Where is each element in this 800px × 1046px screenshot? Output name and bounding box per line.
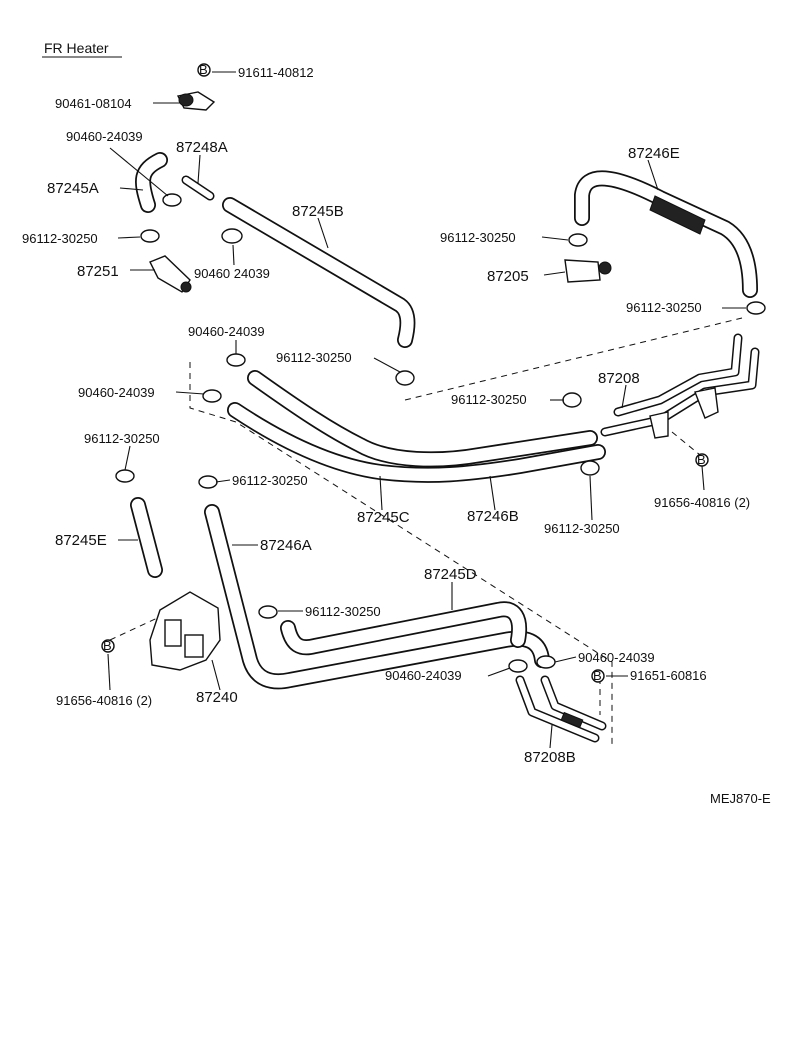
- clamp-96112-30250-b: [568, 233, 588, 247]
- valve-87240: [149, 591, 221, 671]
- part-label: 90460 24039: [194, 266, 270, 281]
- dashed-guide-upper: [404, 317, 743, 401]
- part-label: 90460-24039: [385, 668, 462, 683]
- clamp-90460-24039-d: [202, 389, 222, 403]
- part-label: 90461-08104: [55, 96, 132, 111]
- bolt-91656-40816-b: [101, 639, 115, 653]
- part-label: 96112-30250: [232, 473, 308, 488]
- valve-87205: [564, 259, 601, 283]
- clamp-96112-30250-d: [395, 370, 415, 386]
- part-label: 87245B: [292, 203, 344, 220]
- clamp-90460-24039-a: [162, 193, 182, 207]
- bolt-marker: B: [593, 668, 602, 683]
- part-label: 96112-30250: [276, 350, 352, 365]
- reference-code: MEJ870-E: [710, 791, 771, 806]
- clamp-96112-30250-c: [746, 301, 766, 315]
- part-label: 90460-24039: [66, 129, 143, 144]
- part-label: 87246A: [260, 537, 312, 554]
- part-label: 90460-24039: [188, 324, 265, 339]
- bolt-91611-40812: [197, 63, 211, 77]
- part-label: 87245E: [55, 532, 107, 549]
- pipe-assembly-87208b: [515, 675, 607, 743]
- clamp-90460-24039-e: [508, 659, 528, 673]
- clamp-90460-24039-b: [221, 228, 243, 244]
- part-label: 87245C: [357, 509, 410, 526]
- clamp-96112-30250-a: [140, 229, 160, 243]
- part-label: 96112-30250: [22, 231, 98, 246]
- part-label: 87246B: [467, 508, 519, 525]
- bolt-marker: B: [199, 62, 208, 77]
- part-label: 87245D: [424, 566, 477, 583]
- part-label: 91656-40816 (2): [654, 495, 750, 510]
- small-parts: [101, 63, 766, 683]
- part-label: 87246E: [628, 145, 680, 162]
- pipe-assembly-87208: [600, 333, 760, 439]
- pipe-87208-bracket: [694, 387, 719, 419]
- dashed-guide-bolt-right: [654, 417, 701, 456]
- leader-lines: [107, 71, 746, 749]
- hose-87246e-sleeve: [649, 195, 706, 235]
- clamp-96112-30250-h: [198, 475, 218, 489]
- part-label: 87251: [77, 263, 119, 280]
- part-label: 87208: [598, 370, 640, 387]
- part-label: 91651-60816: [630, 668, 707, 683]
- clamp-90460-24039-c: [226, 353, 246, 367]
- part-label: 96112-30250: [305, 604, 381, 619]
- part-label: 87245A: [47, 180, 99, 197]
- part-label: 96112-30250: [626, 300, 702, 315]
- part-label: 96112-30250: [440, 230, 516, 245]
- part-label: 90460-24039: [78, 385, 155, 400]
- part-label: 87240: [196, 689, 238, 706]
- part-label: 87208B: [524, 749, 576, 766]
- bolt-91651-60816: [591, 669, 605, 683]
- bolt-markers: B B B B: [103, 62, 706, 683]
- diagram-title: FR Heater: [44, 40, 109, 56]
- part-label: 90460-24039: [578, 650, 655, 665]
- clamp-96112-30250-e: [562, 392, 582, 408]
- part-label: 96112-30250: [84, 431, 160, 446]
- part-label: 87205: [487, 268, 529, 285]
- clamp-90460-24039-f: [536, 655, 556, 669]
- part-label: 96112-30250: [451, 392, 527, 407]
- part-label: 91656-40816 (2): [56, 693, 152, 708]
- bolt-marker: B: [697, 452, 706, 467]
- clamp-96112-30250-f: [580, 460, 600, 476]
- part-labels: 91611-40812 90461-08104 90460-24039 8724…: [22, 65, 750, 766]
- hoses: [130, 152, 758, 690]
- clamp-96112-30250-g: [115, 469, 135, 483]
- clamp-96112-30250-i: [258, 605, 278, 619]
- part-label: 91611-40812: [238, 65, 314, 80]
- bolt-marker: B: [103, 638, 112, 653]
- part-label: 96112-30250: [544, 521, 620, 536]
- part-label: 87248A: [176, 139, 228, 156]
